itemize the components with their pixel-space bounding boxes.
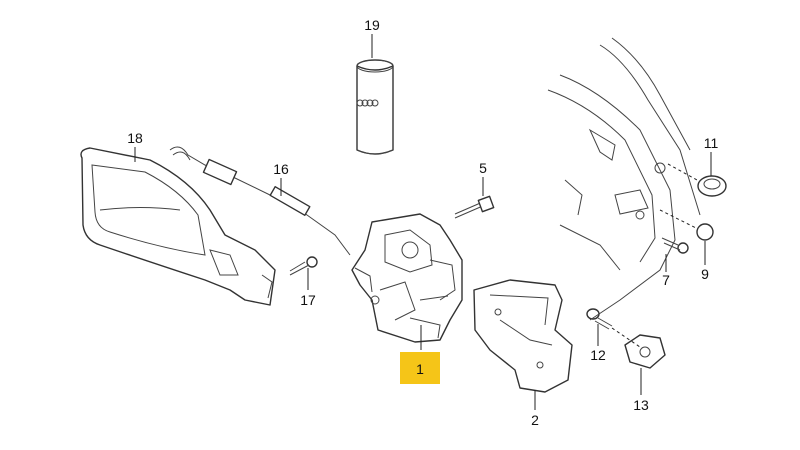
highlight-box-part-1 — [400, 352, 440, 384]
grommet-part-11 — [667, 163, 727, 197]
callout-13[interactable]: 13 — [633, 397, 649, 413]
leader-lines — [134, 34, 712, 410]
callout-7[interactable]: 7 — [662, 272, 670, 288]
callout-labels: 1 2 5 7 9 11 12 13 16 17 18 19 — [127, 17, 718, 428]
pin-part-5 — [454, 195, 495, 219]
bracket-part-2 — [473, 279, 573, 393]
callout-12[interactable]: 12 — [590, 347, 606, 363]
screw-part-17 — [289, 256, 318, 276]
callout-16[interactable]: 16 — [273, 161, 289, 177]
striker-plate-part-13 — [611, 327, 666, 369]
callout-18[interactable]: 18 — [127, 130, 143, 146]
door-frame — [547, 37, 701, 321]
screw-part-7 — [661, 237, 689, 254]
callout-19[interactable]: 19 — [364, 17, 380, 33]
cap-part-9 — [659, 209, 714, 241]
door-handle-part-18 — [80, 147, 276, 306]
cable-part-16 — [169, 146, 351, 256]
door-lock-part-1 — [351, 213, 463, 343]
spray-can-part-19 — [356, 59, 394, 155]
callout-1[interactable]: 1 — [416, 361, 424, 377]
callout-9[interactable]: 9 — [701, 266, 709, 282]
callout-5[interactable]: 5 — [479, 160, 487, 176]
callout-17[interactable]: 17 — [300, 292, 316, 308]
callout-2[interactable]: 2 — [531, 412, 539, 428]
callout-11[interactable]: 11 — [704, 135, 719, 151]
four-rings-logo-icon — [356, 99, 379, 107]
